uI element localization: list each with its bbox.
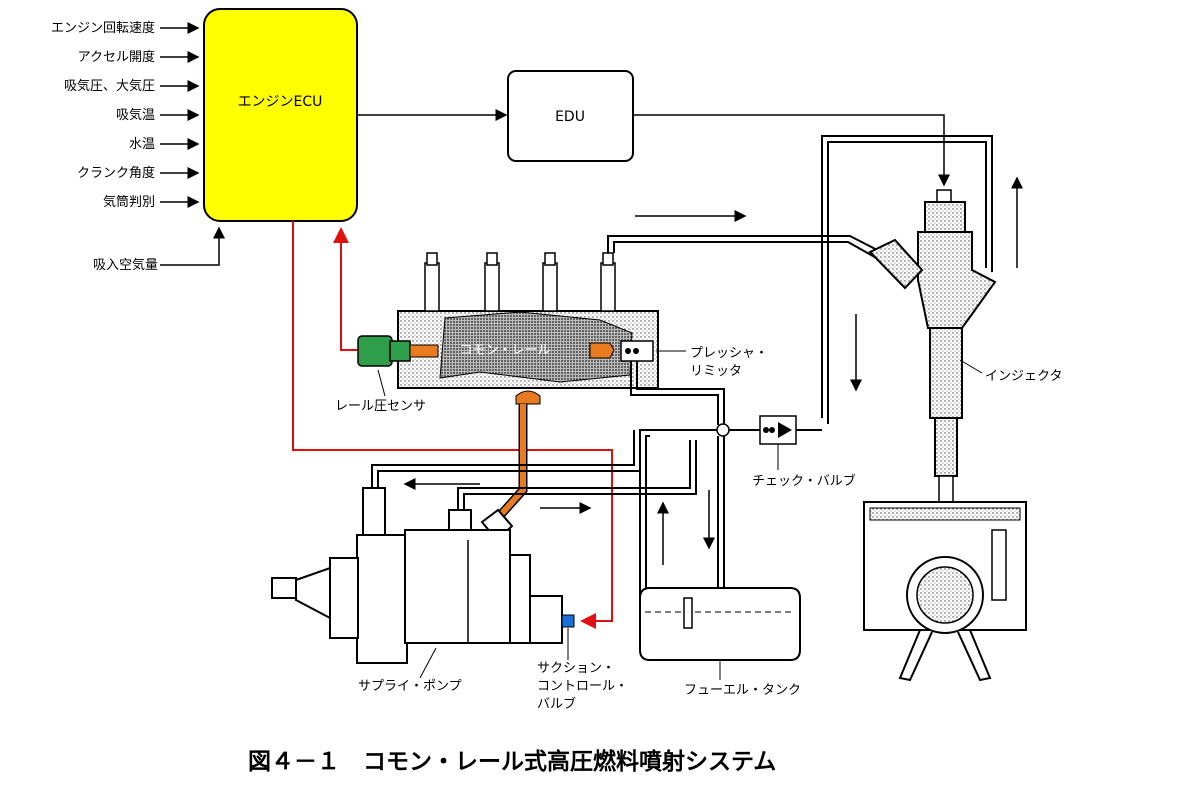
- suction-valve-label-1: サクション・: [537, 661, 615, 676]
- supply-pump-label: サプライ・ポンプ: [358, 679, 462, 694]
- engine-cylinder: [863, 501, 1027, 682]
- figure-caption: 図４－１ コモン・レール式高圧燃料噴射システム: [248, 748, 776, 775]
- fuel-tank-label: フューエル・タンク: [684, 683, 801, 698]
- input-label-cylinder: 気筒判別: [103, 194, 155, 210]
- suction-valve-label-3: バルブ: [537, 696, 576, 712]
- return-lines: [630, 361, 822, 598]
- injector-return: [821, 135, 993, 424]
- rail-pressure-sensor: [357, 335, 439, 367]
- input-label-intake-temp: 吸気温: [116, 107, 155, 123]
- signal-lines: [292, 221, 613, 629]
- edu: EDU: [507, 70, 634, 162]
- pump-feed-lines: [371, 430, 697, 510]
- check-valve: [759, 415, 797, 445]
- suction-valve-label-2: コントロール・: [537, 679, 628, 694]
- input-label-crank-angle: クランク角度: [77, 165, 155, 181]
- input-label-intake-pressure: 吸気圧、大気圧: [64, 78, 155, 94]
- input-label-water-temp: 水温: [129, 137, 155, 152]
- input-label-intake-air: 吸入空気量: [93, 257, 158, 273]
- pressure-limiter-label-2: リミッタ: [690, 364, 742, 379]
- pressure-limiter-label-1: プレッシャ・: [690, 346, 768, 361]
- rail-outlets: [424, 252, 616, 312]
- injector: [868, 189, 997, 503]
- input-label-engine-speed: エンジン回転速度: [51, 20, 155, 36]
- ecu-label: エンジンECU: [238, 94, 323, 110]
- supply-pump: [271, 487, 575, 664]
- injector-label: インジェクタ: [985, 369, 1062, 384]
- rail-label: コモン・レール: [459, 343, 550, 358]
- ecu-inputs: エンジン回転速度 アクセル開度 吸気圧、大気圧 吸気温 水温 クランク角度 気筒…: [51, 20, 225, 273]
- edu-label: EDU: [555, 109, 585, 125]
- input-label-accelerator: アクセル開度: [78, 49, 155, 65]
- engine-ecu: エンジンECU: [203, 8, 358, 222]
- fuel-tank: [639, 587, 801, 661]
- rail-to-injector-pipe: [607, 235, 886, 261]
- rail-pressure-sensor-label: レール圧センサ: [335, 399, 426, 414]
- check-valve-label: チェック・バルブ: [752, 473, 856, 489]
- common-rail: コモン・レール: [397, 252, 659, 405]
